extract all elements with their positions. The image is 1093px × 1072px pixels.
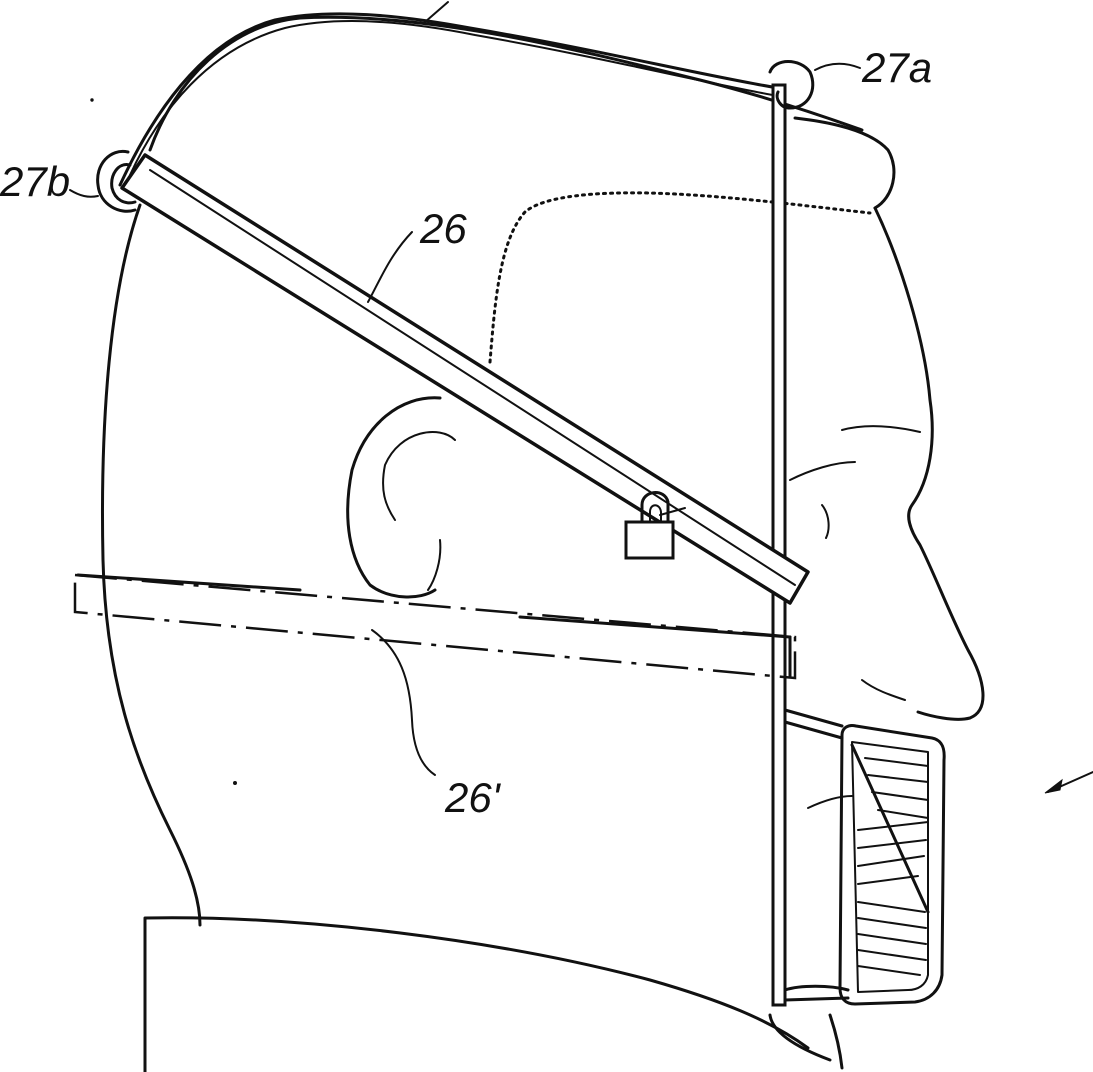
- vertical-rod: [771, 83, 787, 1007]
- crown-outline: [793, 116, 896, 210]
- ring-front-leader: [814, 62, 861, 71]
- eye-detail: [789, 461, 856, 481]
- speck-2: [90, 98, 94, 102]
- label-26prime: 26': [444, 774, 502, 821]
- arrow-pointer-head: [1044, 778, 1063, 794]
- padlock-body: [624, 520, 675, 560]
- ear-inner: [382, 431, 456, 591]
- top-wire: [118, 12, 780, 187]
- hairline-dotted: [488, 191, 872, 364]
- chin-under: [768, 1013, 832, 1062]
- muzzle-cage-inner: [851, 741, 929, 993]
- nostril-detail: [861, 679, 906, 701]
- muzzle-cage-outline: [838, 724, 946, 1006]
- strap-26-inner-line: [149, 169, 796, 586]
- head-back-outline: [100, 203, 202, 927]
- diagonal-strap-26: [120, 153, 810, 605]
- face-profile: [873, 206, 985, 721]
- brow-line: [841, 425, 921, 433]
- muzzle-cage-bars: [857, 757, 929, 976]
- lower-strap-top-edge-2: [518, 615, 792, 639]
- jaw-strap-upper: [783, 708, 844, 740]
- top-wire-leader: [424, 1, 449, 23]
- padlock-shackle: [640, 491, 670, 527]
- lower-strap-top-edge: [76, 573, 302, 592]
- collar-outline: [143, 916, 810, 1072]
- neck-front: [828, 1013, 844, 1070]
- jaw-strap-lower: [783, 984, 850, 1002]
- mouth-detail: [807, 795, 853, 809]
- ring-rear-27b: [96, 149, 137, 213]
- label-26: 26: [419, 205, 467, 252]
- speck-1: [233, 781, 237, 785]
- lower-strap-26prime: [73, 573, 797, 680]
- label-27a: 27a: [861, 44, 932, 91]
- strap-26-leader: [367, 231, 413, 303]
- top-wire-inner: [129, 20, 779, 176]
- strap-26prime-leader: [371, 629, 436, 776]
- cheek-detail: [821, 504, 830, 539]
- ring-front-27a: [768, 60, 815, 110]
- ear-outline: [346, 396, 442, 599]
- padlock-hasp: [649, 504, 686, 526]
- muzzle-cage-diagonal: [850, 743, 930, 914]
- ring-rear-leader: [69, 189, 99, 198]
- label-27b: 27b: [0, 158, 70, 205]
